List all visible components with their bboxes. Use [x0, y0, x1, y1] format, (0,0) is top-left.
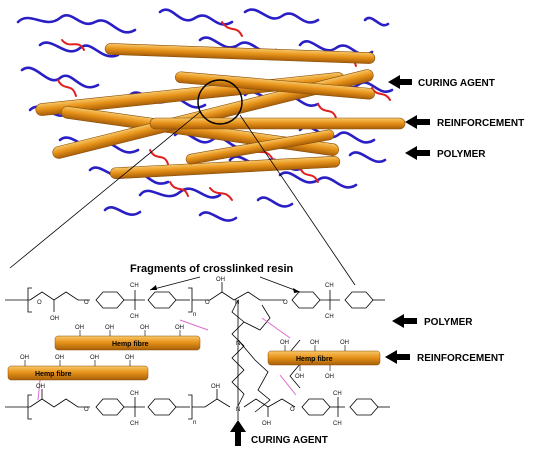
hydrogen-bonds: [37, 317, 297, 401]
lower-polymer-chain: [5, 389, 390, 420]
svg-text:CH: CH: [130, 314, 139, 320]
arrow-icon: [385, 350, 410, 364]
svg-text:OH: OH: [262, 421, 271, 427]
hemp-fibre-3: Hemp fibre: [267, 350, 381, 366]
fragments-label: Fragments of crosslinked resin: [130, 263, 293, 275]
top-label-curing-agent: CURING AGENT: [418, 78, 495, 89]
svg-text:OH: OH: [105, 325, 114, 331]
polymer-network: [16, 8, 406, 222]
hemp-fibre-1: Hemp fibre: [54, 335, 201, 351]
upper-chain-text: O OH O CH CH n O OH N O CH CH: [37, 277, 334, 322]
svg-text:N: N: [235, 300, 239, 306]
bottom-label-polymer: POLYMER: [424, 317, 473, 328]
arrow-icon: [392, 314, 417, 328]
svg-text:n: n: [193, 420, 196, 426]
hemp-fibre-label: Hemp fibre: [296, 356, 333, 363]
svg-text:CH: CH: [130, 391, 139, 397]
svg-text:OH: OH: [20, 355, 29, 361]
svg-text:O: O: [283, 300, 288, 306]
zoom-circle: [197, 79, 243, 125]
svg-text:CH: CH: [325, 283, 334, 289]
svg-text:OH: OH: [280, 340, 289, 346]
svg-text:O: O: [205, 300, 210, 306]
svg-text:CH: CH: [130, 421, 139, 427]
svg-text:OH: OH: [295, 374, 304, 380]
hemp-fibre-label: Hemp fibre: [112, 341, 149, 348]
bottom-label-polymer-group: POLYMER: [392, 314, 473, 328]
svg-text:O: O: [84, 407, 89, 413]
hemp-fibre-label: Hemp fibre: [35, 371, 72, 378]
svg-text:O: O: [84, 300, 89, 306]
top-label-polymer: POLYMER: [437, 149, 486, 160]
svg-text:OH: OH: [216, 277, 225, 283]
lower-chain-text: OH O CH CH n OH OH O CH CH: [36, 384, 342, 427]
svg-text:O: O: [37, 300, 42, 306]
bottom-label-curing-agent: CURING AGENT: [251, 435, 328, 446]
fibre-oh-text: OH OH OH OH OH OH OH OH OH OH OH OH OH: [20, 325, 349, 380]
svg-text:O: O: [290, 407, 295, 413]
top-label-curing-agent-group: CURING AGENT: [388, 75, 495, 89]
svg-text:OH: OH: [90, 355, 99, 361]
top-label-reinforcement: REINFORCEMENT: [437, 118, 524, 129]
svg-text:CH: CH: [130, 283, 139, 289]
bottom-label-reinforcement: REINFORCEMENT: [417, 353, 504, 364]
hemp-fibre-2: Hemp fibre: [7, 365, 149, 381]
svg-text:OH: OH: [211, 384, 220, 390]
fragment-pointers: [149, 276, 301, 293]
bottom-label-reinforcement-group: REINFORCEMENT: [385, 350, 504, 364]
arrow-icon: [388, 75, 412, 89]
svg-text:OH: OH: [50, 316, 59, 322]
svg-text:OH: OH: [325, 374, 334, 380]
svg-text:OH: OH: [140, 325, 149, 331]
fibre-oh-groups: [24, 330, 346, 371]
svg-text:N: N: [236, 341, 240, 347]
svg-text:OH: OH: [55, 355, 64, 361]
top-label-polymer-group: POLYMER: [405, 146, 486, 160]
svg-text:OH: OH: [310, 340, 319, 346]
arrow-icon: [405, 115, 430, 129]
svg-text:OH: OH: [75, 325, 84, 331]
upper-polymer-chain: [5, 282, 385, 420]
svg-text:OH: OH: [175, 325, 184, 331]
reinforcement-rods: [35, 43, 406, 180]
svg-text:N: N: [236, 407, 240, 413]
svg-text:OH: OH: [36, 384, 45, 390]
svg-text:CH: CH: [325, 314, 334, 320]
svg-text:CH: CH: [333, 421, 342, 427]
svg-text:OH: OH: [340, 340, 349, 346]
zoom-lines: [9, 111, 356, 286]
svg-text:OH: OH: [125, 355, 134, 361]
arrow-icon: [405, 146, 430, 160]
svg-text:n: n: [193, 312, 196, 318]
bottom-label-curing-agent-group: CURING AGENT: [230, 420, 328, 446]
svg-text:CH: CH: [333, 391, 342, 397]
top-label-reinforcement-group: REINFORCEMENT: [405, 115, 524, 129]
up-arrow-icon: [230, 420, 246, 446]
